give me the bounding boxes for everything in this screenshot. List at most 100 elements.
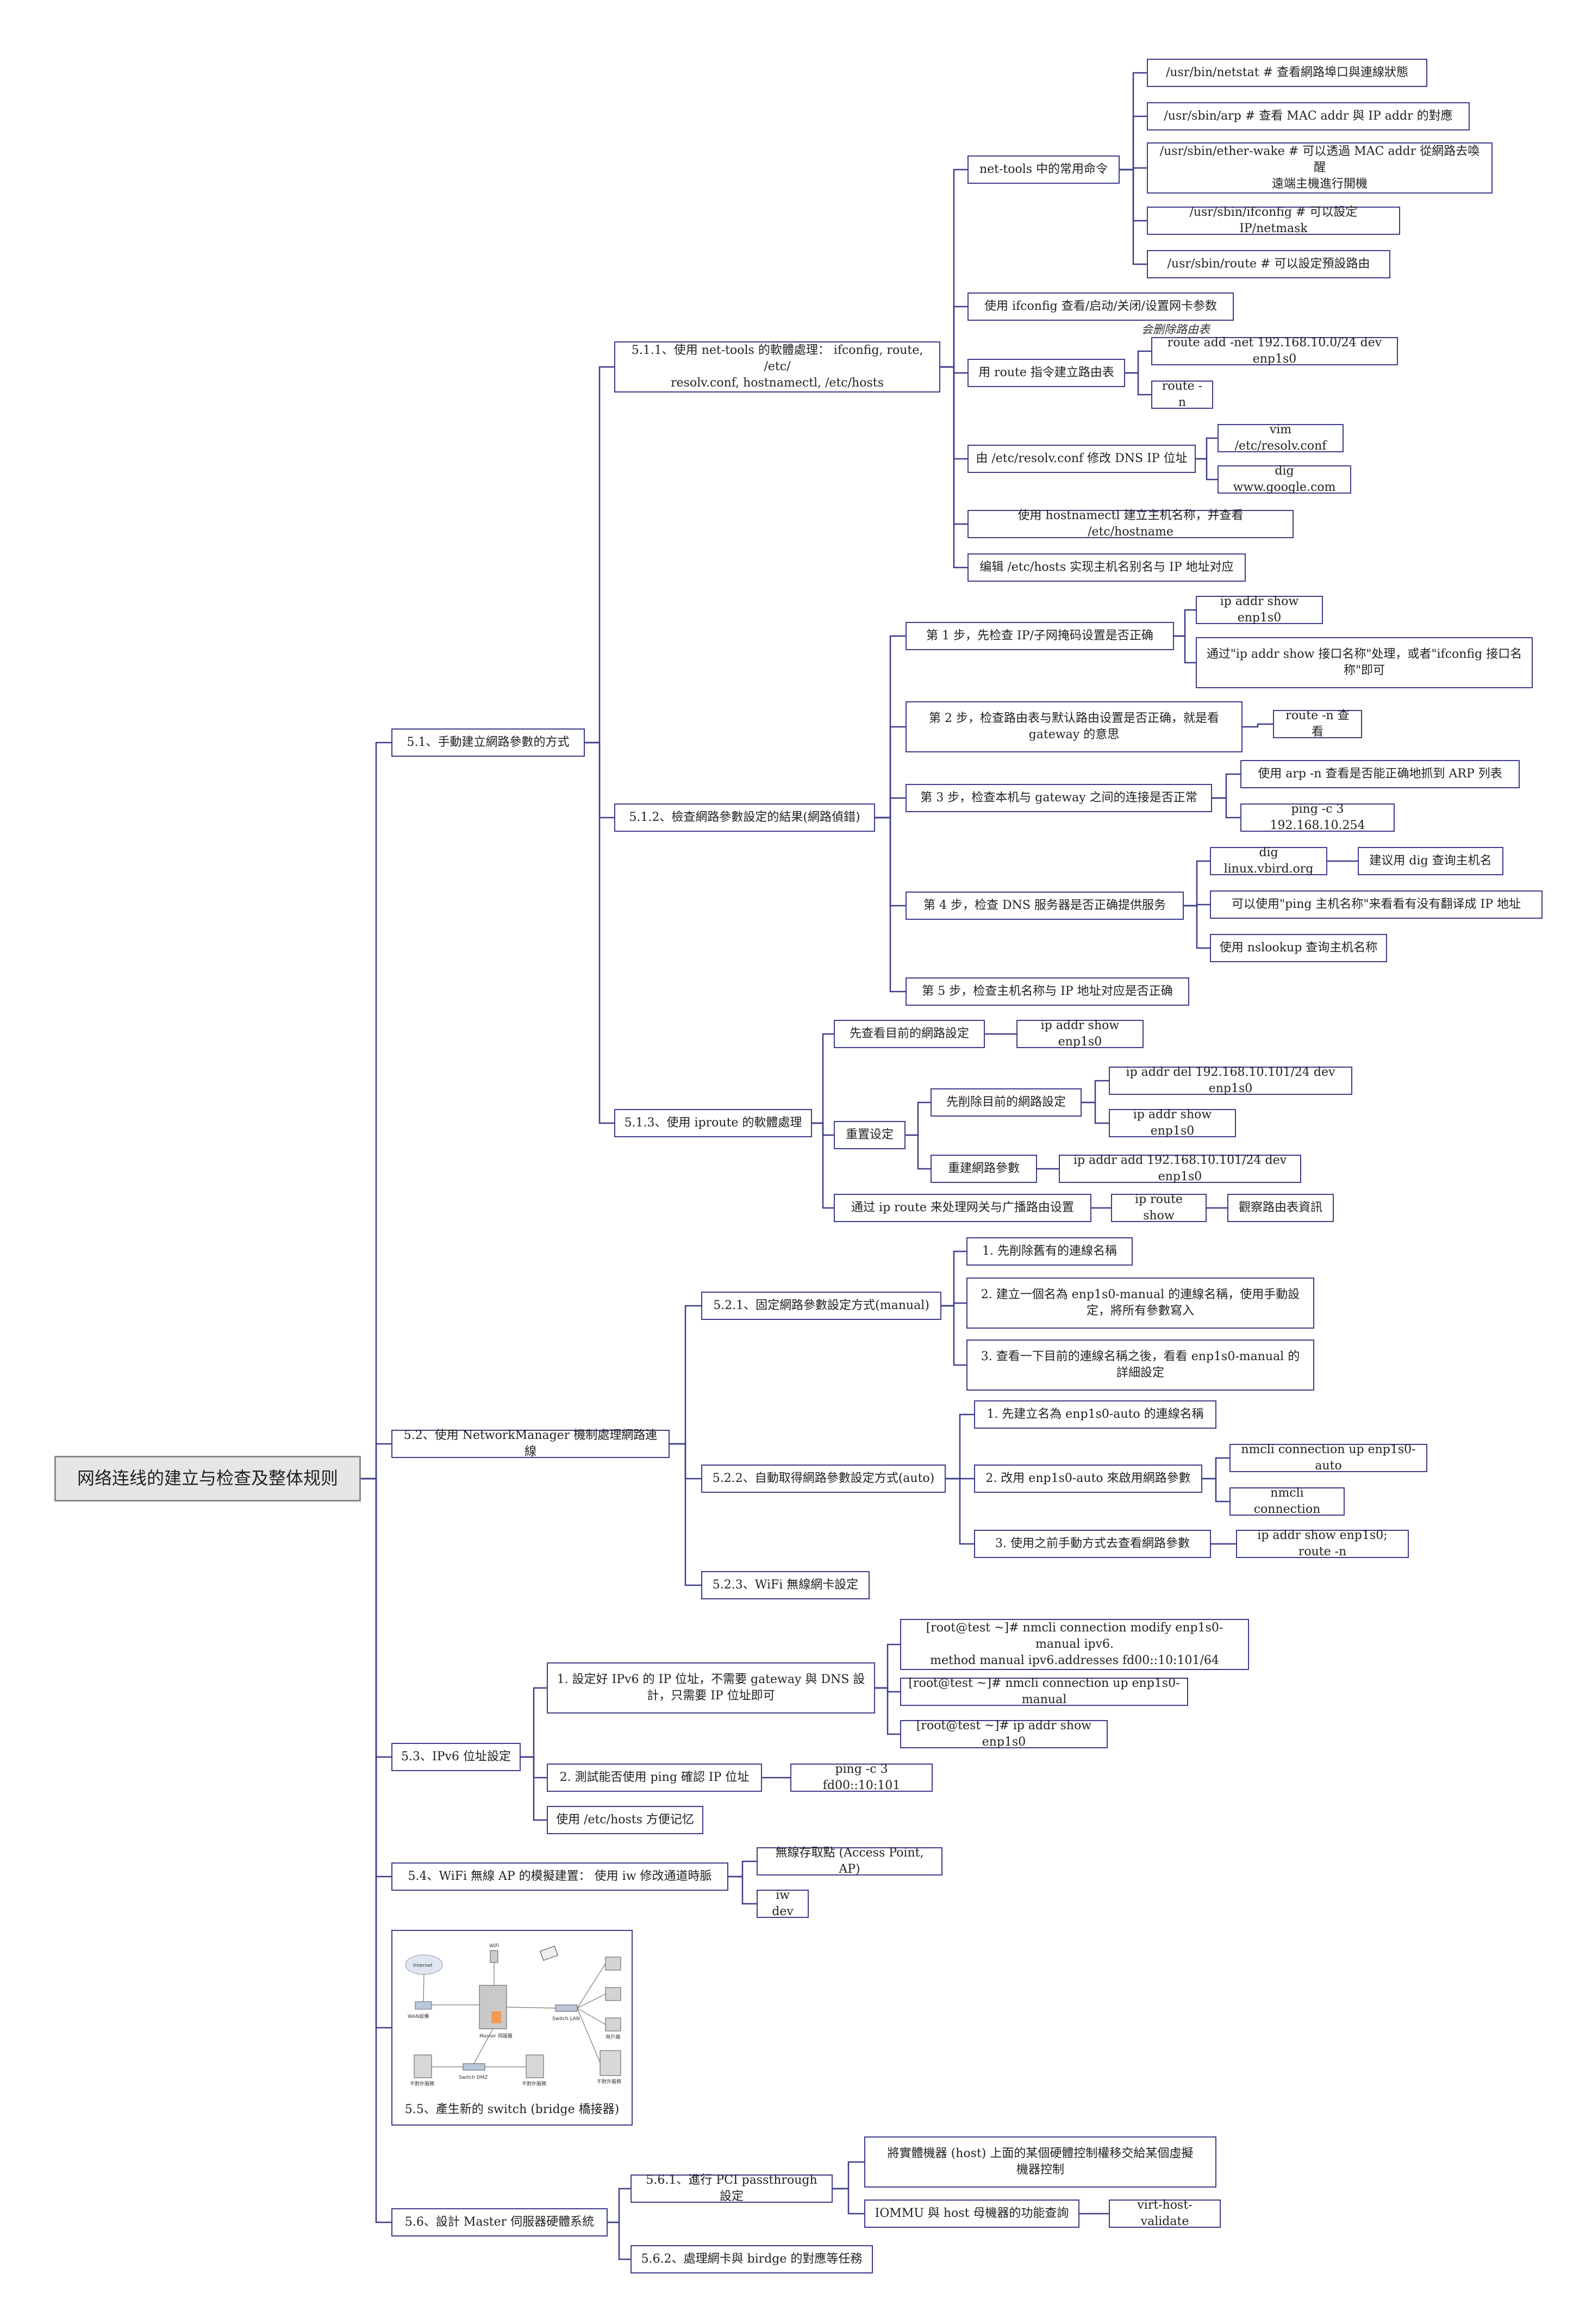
cmd-ifconfig[interactable]: /usr/sbin/ifconfig # 可以設定 IP/netmask [1147, 205, 1400, 235]
net-tools-commands[interactable]: net-tools 中的常用命令 [967, 155, 1120, 184]
iommu-query[interactable]: IOMMU 與 host 母機器的功能查詢 [864, 2200, 1079, 2228]
cmd-ether-wake[interactable]: /usr/sbin/ether-wake # 可以透過 MAC addr 從網路… [1147, 142, 1493, 194]
check-step-4[interactable]: 第 4 步，检查 DNS 服务器是否正确提供服务 [906, 892, 1184, 920]
dig-suggestion[interactable]: 建议用 dig 查询主机名 [1358, 847, 1503, 875]
connector-reset-settings-rebuild-settings [906, 1134, 931, 1170]
connector-topic-5-1-2-check-step-3 [875, 797, 906, 819]
arp-n-check[interactable]: 使用 arp -n 查看是否能正确地抓到 ARP 列表 [1240, 760, 1520, 788]
connector-net-tools-commands-cmd-route [1120, 169, 1147, 265]
nmcli-connection[interactable]: nmcli connection [1229, 1486, 1345, 1516]
topic-5-3[interactable]: 5.3、IPv6 位址設定 [391, 1743, 521, 1771]
manual-step-2[interactable]: 2. 建立一個名為 enp1s0-manual 的連線名稱，使用手動設 定，將所… [966, 1278, 1314, 1329]
wireless-ap[interactable]: 無線存取點 (Access Point, AP) [757, 1846, 942, 1876]
topic-5-2-3[interactable]: 5.2.3、WiFi 無線網卡設定 [701, 1571, 870, 1599]
internet-cloud-icon: Internet [405, 1954, 443, 1975]
route-usage[interactable]: 用 route 指令建立路由表 [967, 359, 1125, 387]
switch-dmz-label: Switch DMZ [459, 2075, 488, 2080]
delete-current-settings[interactable]: 先削除目前的網路設定 [931, 1088, 1082, 1117]
dig-google[interactable]: dig www.google.com [1218, 464, 1351, 494]
topic-5-2-1[interactable]: 5.2.1、固定網路參數設定方式(manual) [701, 1292, 941, 1320]
dig-vbird[interactable]: dig linux.vbird.org [1210, 846, 1327, 876]
topic-5-1-1[interactable]: 5.1.1、使用 net-tools 的軟體處理： ifconfig, rout… [614, 341, 940, 392]
topic-5-1[interactable]: 5.1、手動建立網路參數的方式 [391, 728, 585, 757]
ifconfig-usage[interactable]: 使用 ifconfig 查看/启动/关闭/设置网卡参数 [967, 292, 1234, 321]
route-add-command[interactable]: route add -net 192.168.10.0/24 dev enp1s… [1151, 336, 1398, 366]
iw-dev[interactable]: iw dev [757, 1889, 809, 1918]
connector-topic-5-1-3-view-current-settings [812, 1033, 834, 1124]
ip-addr-show[interactable]: ip addr show enp1s0 [1196, 595, 1323, 625]
connector-topic-5-2-topic-5-2-1 [670, 1305, 701, 1445]
cmd-netstat[interactable]: /usr/bin/netstat # 查看網路埠口與連線狀態 [1147, 59, 1427, 87]
wifi-label: WiFi [489, 1943, 499, 1949]
step-1-hint[interactable]: 通过"ip addr show 接口名称"处理，或者"ifconfig 接口名 … [1196, 637, 1533, 688]
auto-step-3[interactable]: 3. 使用之前手動方式去查看網路參數 [974, 1530, 1211, 1558]
topic-5-1-2[interactable]: 5.1.2、檢查網路參數設定的結果(網路偵錯) [614, 803, 875, 832]
connector-check-step-4-dig-vbird [1184, 860, 1210, 907]
connector-topic-5-2-1-manual-step-3 [941, 1305, 966, 1366]
check-step-3[interactable]: 第 3 步，检查本机与 gateway 之间的连接是否正常 [906, 784, 1212, 812]
topic-5-1-3[interactable]: 5.1.3、使用 iproute 的軟體處理 [614, 1109, 812, 1137]
connector-topic-5-1-2-check-step-5 [875, 817, 906, 993]
topic-5-6-2[interactable]: 5.6.2、處理網卡與 birdge 的對應等任務 [630, 2245, 873, 2273]
nmcli-modify-ipv6[interactable]: [root@test ~]# nmcli connection modify e… [900, 1619, 1249, 1670]
ping-hostname[interactable]: 可以使用"ping 主机名称"来看看有没有翻译成 IP 地址 [1210, 890, 1543, 919]
internet-label: Internet [413, 1963, 433, 1968]
master-server-icon: Master 伺服器 [479, 1985, 513, 2039]
connector-check-step-1-ip-addr-show [1174, 609, 1196, 637]
auto-step-1[interactable]: 1. 先建立名為 enp1s0-auto 的連線名稱 [974, 1400, 1216, 1429]
pci-passthrough-desc[interactable]: 將實體機器 (host) 上面的某個硬體控制權移交給某個虛擬 機器控制 [864, 2136, 1216, 2188]
nmcli-up-auto[interactable]: nmcli connection up enp1s0-auto [1229, 1443, 1427, 1473]
route-n-check[interactable]: route -n 查看 [1273, 709, 1362, 739]
ip-addr-show-ipv6[interactable]: [root@test ~]# ip addr show enp1s0 [900, 1719, 1108, 1749]
ip-addr-route-check[interactable]: ip addr show enp1s0; route -n [1236, 1529, 1409, 1559]
client-label: 用戶端 [605, 2034, 620, 2040]
check-step-1[interactable]: 第 1 步，先检查 IP/子网掩码设置是否正确 [906, 622, 1174, 650]
ip-addr-show-2[interactable]: ip addr show enp1s0 [1016, 1019, 1144, 1049]
ipv6-step-2[interactable]: 2. 測試能否使用 ping 確認 IP 位址 [547, 1764, 762, 1792]
manual-step-1[interactable]: 1. 先削除舊有的連線名稱 [966, 1237, 1133, 1266]
ip-route-show[interactable]: ip route show [1111, 1193, 1207, 1223]
route-n-command[interactable]: route -n [1151, 379, 1213, 409]
reset-settings[interactable]: 重置设定 [834, 1121, 906, 1149]
connector-topic-5-1-topic-5-1-3 [585, 742, 614, 1124]
topic-5-2[interactable]: 5.2、使用 NetworkManager 機制處理網路連線 [391, 1429, 670, 1459]
ip-addr-show-3[interactable]: ip addr show enp1s0 [1109, 1108, 1236, 1138]
check-step-5[interactable]: 第 5 步，检查主机名称与 IP 地址对应是否正确 [906, 977, 1189, 1006]
ping-ipv6[interactable]: ping -c 3 fd00::10:101 [790, 1762, 933, 1792]
dns-resolv-conf[interactable]: 由 /etc/resolv.conf 修改 DNS IP 位址 [967, 445, 1196, 473]
etc-hosts-usage[interactable]: 编辑 /etc/hosts 实现主机名别名与 IP 地址对应 [967, 553, 1246, 582]
ip-addr-add[interactable]: ip addr add 192.168.10.101/24 dev enp1s0 [1059, 1154, 1301, 1183]
rebuild-settings[interactable]: 重建網路參數 [931, 1155, 1037, 1183]
manual-step-3[interactable]: 3. 查看一下目前的連線名稱之後，看看 enp1s0-manual 的 詳細設定 [966, 1339, 1314, 1391]
virt-host-validate[interactable]: virt-host-validate [1109, 2198, 1221, 2228]
topic-5-2-2[interactable]: 5.2.2、自動取得網路參數設定方式(auto) [701, 1465, 946, 1493]
ip-route-setup[interactable]: 通过 ip route 来处理网关与广播路由设置 [834, 1194, 1091, 1222]
connector-topic-5-1-1-etc-hosts-usage [940, 366, 967, 569]
topic-5-6-1[interactable]: 5.6.1、進行 PCI passthrough 設定 [630, 2173, 833, 2203]
topic-5-5-network-diagram[interactable]: Internet WAN設備 Master 伺服器 WiFi Switch LA… [391, 1930, 633, 2126]
cmd-arp[interactable]: /usr/sbin/arp # 查看 MAC addr 與 IP addr 的對… [1147, 102, 1470, 130]
nmcli-up-manual[interactable]: [root@test ~]# nmcli connection up enp1s… [900, 1677, 1188, 1706]
cmd-route[interactable]: /usr/sbin/route # 可以設定預設路由 [1147, 250, 1390, 278]
check-step-2[interactable]: 第 2 步，检查路由表与默认路由设置是否正确，就是看 gateway 的意思 [906, 701, 1243, 752]
connector-check-step-3-arp-n-check [1212, 773, 1240, 799]
hostnamectl-usage[interactable]: 使用 hostnamectl 建立主机名称，并查看 /etc/hostname [967, 509, 1294, 539]
auto-step-2[interactable]: 2. 改用 enp1s0-auto 來啟用網路參數 [974, 1465, 1202, 1493]
vim-resolv-conf[interactable]: vim /etc/resolv.conf [1218, 423, 1344, 453]
master-label: Master 伺服器 [479, 2033, 513, 2039]
topic-5-4[interactable]: 5.4、WiFi 無線 AP 的模擬建置： 使用 iw 修改通道時脈 [391, 1862, 728, 1891]
network-topology-image: Internet WAN設備 Master 伺服器 WiFi Switch LA… [405, 1943, 621, 2087]
connector-topic-5-1-topic-5-1-1 [585, 366, 614, 744]
view-current-settings[interactable]: 先查看目前的網路設定 [834, 1020, 985, 1048]
connector-topic-5-1-1-ifconfig-usage [940, 306, 967, 368]
root-topic[interactable]: 网络连线的建立与检查及整体规则 [54, 1456, 361, 1501]
ipv6-step-1[interactable]: 1. 設定好 IPv6 的 IP 位址，不需要 gateway 與 DNS 設 … [547, 1662, 875, 1714]
nslookup-usage[interactable]: 使用 nslookup 查询主机名称 [1210, 934, 1387, 962]
ping-gateway[interactable]: ping -c 3 192.168.10.254 [1240, 802, 1395, 832]
view-route-table[interactable]: 觀察路由表資訊 [1227, 1194, 1334, 1222]
topic-5-6[interactable]: 5.6、設計 Master 伺服器硬體系統 [391, 2208, 608, 2236]
ip-addr-del[interactable]: ip addr del 192.168.10.101/24 dev enp1s0 [1109, 1066, 1352, 1095]
connector-topic-5-3-ipv6-step-1 [521, 1687, 547, 1758]
ipv6-hosts[interactable]: 使用 /etc/hosts 方便记忆 [547, 1806, 703, 1834]
